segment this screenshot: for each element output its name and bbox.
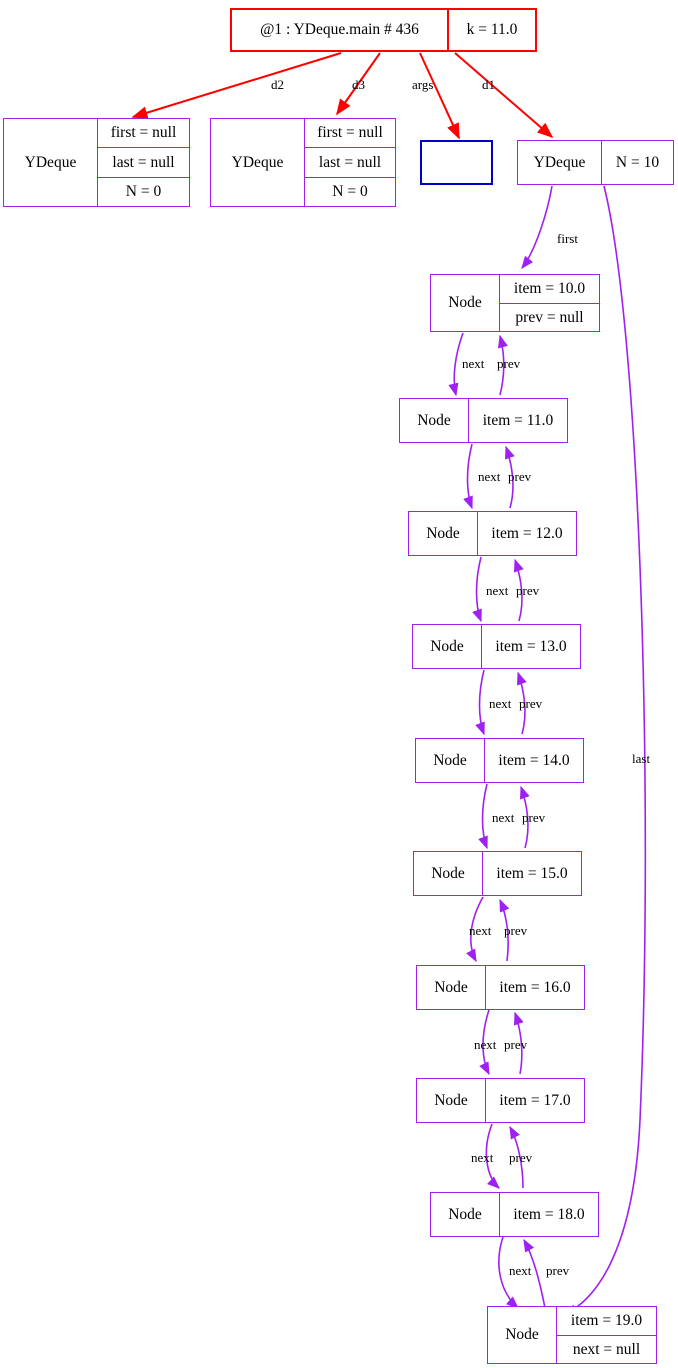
node-field-next: next = null [557,1334,656,1364]
deque-field-n: N = 0 [305,176,395,206]
link-label-prev: prev [546,1263,570,1278]
edge-label-first: first [557,231,578,246]
deque-class-name: YDeque [231,153,284,171]
edge-label-d2: d2 [271,77,284,92]
edge-label-args: args [412,77,434,92]
edge-label-d3: d3 [352,77,365,92]
deque-field-first: first = null [110,124,177,142]
link-label-next: next [478,469,501,484]
link-label-next: next [474,1037,497,1052]
deque-class-name: YDeque [533,153,586,171]
list-node[interactable]: Node item = 15.0 [413,851,582,896]
deque-field-n: N = 10 [601,141,673,184]
node-class-name: Node [448,294,482,312]
list-node[interactable]: Node item = 19.0 next = null [487,1306,657,1364]
node-class-name: Node [505,1326,539,1344]
node-field-item: item = 14.0 [484,739,583,782]
node-class-name: Node [426,524,460,542]
list-node[interactable]: Node item = 14.0 [415,738,584,783]
link-label-next: next [462,356,485,371]
link-label-next: next [492,810,515,825]
node-field-item: item = 10.0 [513,280,586,297]
node-class-name: Node [431,864,465,882]
deque-object-d1[interactable]: YDeque N = 10 [517,140,674,185]
node-field-item: item = 15.0 [482,852,581,895]
deque-field-last: last = null [98,147,189,176]
edge-label-last: last [632,751,651,766]
link-label-prev: prev [516,583,540,598]
link-label-prev: prev [508,469,532,484]
deque-field-first: first = null [317,124,383,142]
node-field-item: item = 16.0 [485,966,584,1009]
link-label-next: next [486,583,509,598]
node-class-name: Node [448,1205,482,1223]
stack-frame-box[interactable]: @1 : YDeque.main # 436 k = 11.0 [230,8,537,52]
link-label-next: next [471,1150,494,1165]
deque-field-last: last = null [305,147,395,176]
node-class-name: Node [434,1091,468,1109]
node-field-item: item = 12.0 [477,512,576,555]
link-label-prev: prev [519,696,543,711]
link-label-prev: prev [522,810,546,825]
node-field-prev: prev = null [500,302,599,332]
node-field-item: item = 19.0 [570,1312,643,1329]
link-label-prev: prev [497,356,521,371]
link-label-next: next [509,1263,532,1278]
node-class-name: Node [417,411,451,429]
deque-class-name: YDeque [24,153,77,171]
link-label-prev: prev [509,1150,533,1165]
node-field-item: item = 11.0 [468,399,567,442]
node-class-name: Node [434,978,468,996]
deque-object-d2[interactable]: YDeque first = null last = null N = 0 [3,118,190,207]
node-field-item: item = 17.0 [485,1079,584,1122]
deque-object-d3[interactable]: YDeque first = null last = null N = 0 [210,118,396,207]
list-node[interactable]: Node item = 16.0 [416,965,585,1010]
node-class-name: Node [433,751,467,769]
node-class-name: Node [430,637,464,655]
stack-frame-name: @1 : YDeque.main # 436 [260,21,419,39]
args-array-contents [422,142,491,183]
list-node[interactable]: Node item = 13.0 [412,624,581,669]
node-field-item: item = 13.0 [481,625,580,668]
list-node[interactable]: Node item = 11.0 [399,398,568,443]
args-array-box[interactable] [420,140,493,185]
list-node[interactable]: Node item = 12.0 [408,511,577,556]
link-label-prev: prev [504,923,528,938]
link-label-next: next [489,696,512,711]
stack-frame-local-k: k = 11.0 [447,10,535,50]
list-node[interactable]: Node item = 17.0 [416,1078,585,1123]
link-label-prev: prev [504,1037,528,1052]
list-node[interactable]: Node item = 10.0 prev = null [430,274,600,332]
node-field-item: item = 18.0 [499,1193,598,1236]
edge-label-d1: d1 [482,77,495,92]
link-label-next: next [469,923,492,938]
deque-field-n: N = 0 [98,176,189,206]
list-node[interactable]: Node item = 18.0 [430,1192,599,1237]
